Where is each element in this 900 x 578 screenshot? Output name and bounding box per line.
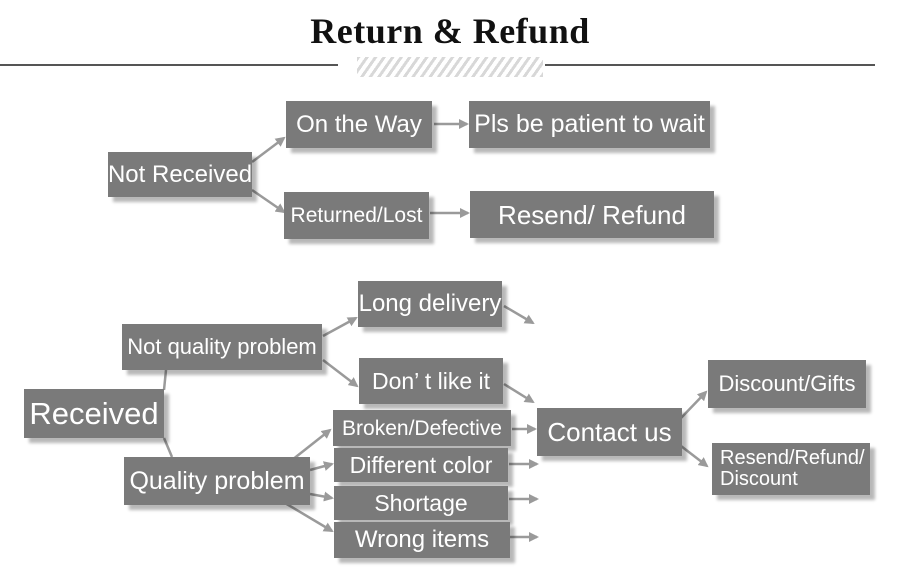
arrow-quality-to-shortage [309,491,334,502]
arrow-quality-to-different-color [309,461,334,472]
title-right-rule [545,64,875,66]
arrow-quality-to-wrong-items [284,501,334,533]
node-wrong-items: Wrong items [334,522,510,558]
node-different-color: Different color [334,448,508,482]
page-title: Return & Refund [310,11,590,51]
node-returned-lost: Returned/Lost [284,192,429,239]
title-hatch-decoration [357,57,543,77]
node-shortage: Shortage [334,486,508,520]
arrow-contact-to-resend-refund-discount [680,445,709,468]
arrow-contact-to-discount [680,390,708,419]
connector-received-to-quality [162,437,174,458]
node-resend-refund-discount: Resend/Refund/ Discount [712,443,870,495]
arrow-quality-to-broken [291,428,332,461]
node-resend-refund-discount-line1: Resend/Refund/ [720,447,865,469]
node-quality-problem: Quality problem [124,457,310,505]
node-not-received: Not Received [108,152,252,197]
node-dont-like-it: Don’ t like it [359,358,503,404]
node-on-the-way: On the Way [286,101,432,148]
node-not-quality-problem: Not quality problem [122,324,322,370]
arrow-not-received-to-on-the-way [251,136,286,163]
node-long-delivery: Long delivery [358,281,502,327]
node-contact-us: Contact us [537,408,682,456]
node-pls-be-patient: Pls be patient to wait [469,101,710,148]
node-discount-gifts: Discount/Gifts [708,360,866,408]
node-received: Received [24,389,164,438]
node-broken-defective: Broken/Defective [333,410,511,446]
arrow-not-received-to-returned-lost [251,188,286,214]
node-resend-refund-discount-line2: Discount [720,468,798,490]
connector-received-to-not-quality [162,369,168,391]
arrow-not-quality-to-long-delivery [322,316,358,338]
arrow-long-delivery-out [503,304,535,325]
node-resend-refund: Resend/ Refund [470,191,714,238]
arrow-not-quality-to-dont-like [322,359,359,388]
title-left-rule [0,64,338,66]
arrow-dont-like-to-contact [503,382,535,404]
